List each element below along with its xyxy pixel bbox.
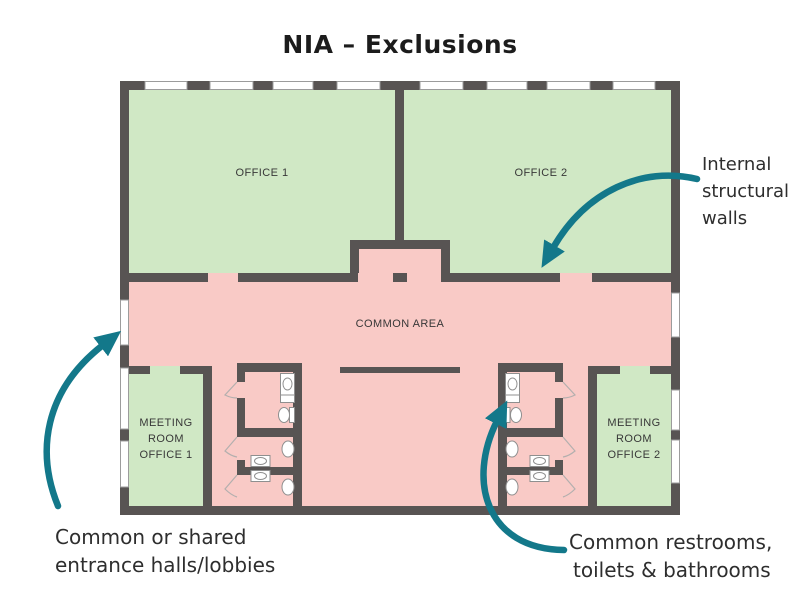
sink-icon [250,470,271,482]
internal-wall-segment [592,273,680,282]
toilet-icon [281,440,295,458]
door-swing [562,436,576,458]
entrance-text-line1: Common or shared [55,525,246,549]
internal-walls-text-line3: walls [702,208,747,229]
window [546,81,591,90]
annotation-internal-walls: Internal structural walls [702,154,789,229]
outer-wall-left [120,81,129,515]
window [336,81,381,90]
meeting-room-2-label-line1: MEETING [607,417,660,429]
restroom-right-wall [555,460,563,475]
meeting-room-2-label: MEETING ROOM OFFICE 2 [607,417,660,461]
door-swings [224,381,576,498]
sink-icon [529,470,550,482]
meeting-room-2-wall [588,366,620,374]
restroom-left-wall [237,460,245,475]
restroom-right-wall [555,372,563,382]
meeting-room-2-label-line2: ROOM [616,433,652,445]
restrooms-text-line2: toilets & bathrooms [573,558,771,582]
walls [120,81,680,515]
meeting-room-1-wall [203,366,212,506]
vestibule-wall [350,249,359,273]
outer-wall-bottom [120,506,680,515]
window [486,81,528,90]
window [209,81,254,90]
office-2-label: OFFICE 2 [514,167,567,179]
restrooms-text-line1: Common restrooms, [569,530,772,554]
restroom-right-wall [498,363,563,372]
window [144,81,188,90]
internal-wall-segment [238,273,358,282]
meeting-room-2 [597,366,671,506]
toilet-icon [504,407,522,423]
sink-icon [280,373,295,403]
common-area-label: COMMON AREA [356,318,445,330]
window [120,440,129,488]
sink-icon [250,455,271,467]
window [120,367,129,430]
door-swing [224,381,238,399]
arrow-restrooms [480,400,568,554]
internal-walls-text-line1: Internal [702,154,771,175]
restroom-right-wall [555,398,563,437]
meeting-room-2-label-line3: OFFICE 2 [607,449,660,461]
annotation-restrooms: Common restrooms, toilets & bathrooms [569,530,772,582]
meeting-room-1-label-line2: ROOM [148,433,184,445]
restroom-left-wall [237,398,245,437]
callout-arrows [43,172,701,554]
entrance-opening [120,299,129,346]
internal-wall-segment [393,273,407,282]
arrow-internal-walls [541,172,701,268]
sink-icon [505,373,520,403]
door-swing [562,381,576,399]
window [671,389,680,431]
restroom-left-wall [237,363,302,372]
sink-icon [529,455,550,467]
window [419,81,464,90]
freestanding-wall [340,367,460,373]
meeting-room-1-label-line1: MEETING [139,417,192,429]
restroom-fixtures-left [250,373,295,496]
internal-walls-text-line2: structural [702,181,789,202]
toilet-icon [281,478,295,496]
toilet-icon [505,478,519,496]
window [671,292,680,338]
meeting-room-2-wall [650,366,680,374]
window [272,81,314,90]
restroom-left-wall [237,428,302,437]
arrow-entrance [43,330,122,510]
restroom-right-wall [498,428,563,437]
toilet-icon [505,440,519,458]
window [612,81,656,90]
internal-wall-segment [441,273,560,282]
vestibule-wall [350,240,450,249]
office-1-label: OFFICE 1 [235,167,288,179]
meeting-room-1-wall [180,366,212,374]
vestibule-wall [441,249,450,273]
window [671,439,680,484]
page-title: NIA – Exclusions [282,30,517,59]
meeting-room-1-label: MEETING ROOM OFFICE 1 [139,417,192,461]
meeting-room-1 [129,366,203,506]
door-swing [224,474,238,498]
meeting-room-1-wall [120,366,150,374]
internal-wall-segment [120,273,208,282]
door-swing [224,436,238,458]
restroom-left-wall [237,372,245,382]
toilet-icon [278,407,295,423]
office-divider-wall [395,81,404,242]
meeting-room-1-label-line3: OFFICE 1 [139,449,192,461]
restroom-fixtures-right [504,373,550,496]
entrance-text-line2: entrance halls/lobbies [55,553,275,577]
meeting-room-2-wall [588,366,597,506]
door-swing [562,474,576,498]
windows [120,81,680,488]
annotation-entrance: Common or shared entrance halls/lobbies [55,525,275,577]
